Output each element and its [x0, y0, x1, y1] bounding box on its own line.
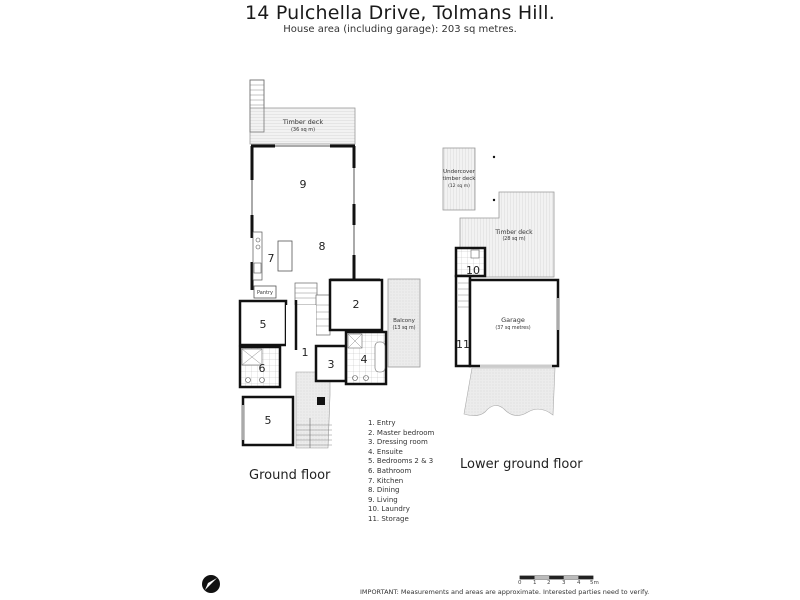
lower-timber-deck-label: Timber deck	[494, 229, 533, 236]
room-11-storage: 11	[456, 338, 470, 351]
balcony-area: (13 sq m)	[392, 325, 415, 331]
timber-deck-ground	[249, 107, 356, 145]
undercover-timber-deck	[442, 147, 476, 211]
house-area-subtitle: House area (including garage): 203 sq me…	[283, 24, 517, 35]
lower-timber-deck-area: (28 sq m)	[502, 236, 525, 242]
undercover-deck-area: (12 sq m)	[448, 183, 470, 189]
ground-floor-label: Ground floor	[249, 468, 331, 483]
room-1-entry: 1	[302, 346, 309, 359]
scale-tick-5: 5m	[590, 580, 599, 586]
legend-item: 4. Ensuite	[368, 447, 403, 456]
driveway	[463, 367, 556, 416]
room-7-kitchen: 7	[268, 252, 275, 265]
legend-item: 8. Dining	[368, 486, 400, 495]
property-address-title: 14 Pulchella Drive, Tolmans Hill.	[245, 2, 555, 24]
room-10-laundry: 10	[466, 264, 480, 277]
ground-floor-plan: Timber deck (36 sq m) Pantry	[238, 79, 421, 449]
scale-tick-3: 3	[562, 580, 566, 586]
legend-item: 6. Bathroom	[368, 466, 412, 475]
legend-item: 10. Laundry	[368, 505, 410, 514]
room-5-bedroom-lower: 5	[265, 414, 272, 427]
lower-ground-floor-label: Lower ground floor	[460, 457, 583, 472]
legend-item: 2. Master bedroom	[368, 428, 435, 437]
north-arrow-icon	[202, 575, 220, 593]
scale-tick-2: 2	[547, 580, 551, 586]
legend-item: 1. Entry	[368, 419, 396, 427]
timber-deck-area: (36 sq m)	[291, 127, 315, 133]
legend-item: 5. Bedrooms 2 & 3	[368, 457, 434, 466]
disclaimer-note: IMPORTANT: Measurements and areas are ap…	[360, 588, 650, 596]
room-2-master-bedroom: 2	[353, 298, 360, 311]
legend-item: 7. Kitchen	[368, 476, 404, 485]
room-8-dining: 8	[319, 240, 326, 253]
scale-bar	[519, 575, 594, 580]
timber-deck-label: Timber deck	[282, 118, 323, 126]
scale-tick-1: 1	[533, 580, 537, 586]
room-6-bathroom: 6	[259, 362, 266, 375]
room-5-bedroom-upper: 5	[260, 318, 267, 331]
balcony	[387, 278, 421, 368]
balcony-label: Balcony	[393, 318, 416, 324]
room-legend: 1. Entry 2. Master bedroom 3. Dressing r…	[368, 419, 434, 525]
garage-label: Garage	[501, 316, 525, 324]
legend-item: 3. Dressing room	[368, 438, 428, 447]
scale-tick-4: 4	[577, 580, 581, 586]
legend-item: 9. Living	[368, 495, 398, 504]
undercover-deck-label-2: timber deck	[442, 176, 476, 182]
room-9-living: 9	[300, 178, 307, 191]
lower-ground-floor-plan: Undercover timber deck (12 sq m) Timber …	[442, 147, 560, 416]
scale-tick-0: 0	[518, 580, 522, 586]
garage-area: (37 sq metres)	[495, 325, 530, 331]
undercover-deck-label-1: Undercover	[443, 169, 476, 175]
legend-item: 11. Storage	[368, 514, 409, 523]
pantry-label: Pantry	[257, 290, 273, 296]
room-4-ensuite: 4	[361, 353, 368, 366]
room-3-dressing: 3	[328, 358, 335, 371]
